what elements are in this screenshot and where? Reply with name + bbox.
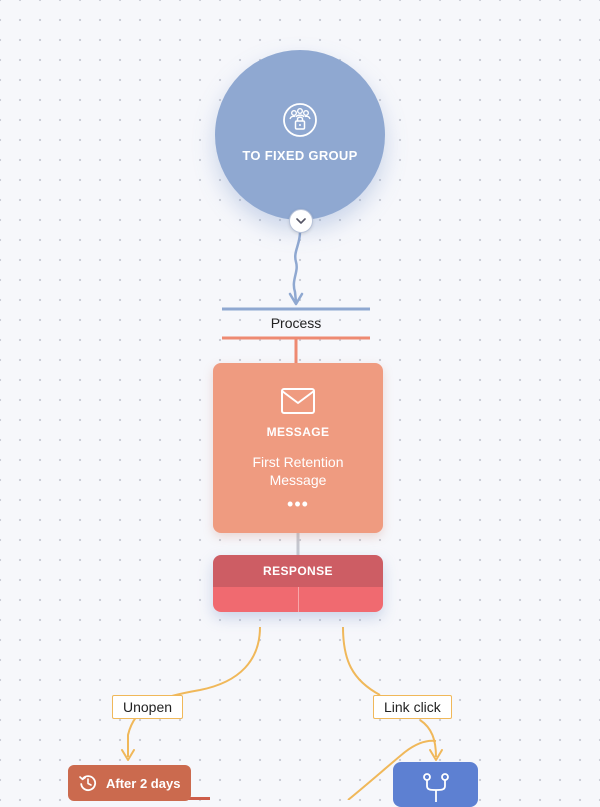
split-node[interactable] — [393, 762, 478, 807]
split-icon — [422, 773, 449, 802]
link-click-arrowhead — [429, 749, 443, 761]
clock-history-icon — [79, 775, 97, 792]
group-lock-icon — [283, 102, 317, 137]
unopen-arrowhead — [121, 749, 135, 761]
delay-node[interactable]: After 2 days — [68, 765, 191, 801]
message-type-label: MESSAGE — [266, 425, 330, 439]
delay-label: After 2 days — [106, 775, 181, 791]
message-name: First Retention Message — [252, 454, 344, 488]
unopen-connector — [127, 626, 261, 757]
expand-button[interactable] — [289, 209, 313, 233]
envelope-icon — [281, 388, 315, 414]
branch-label-link-click[interactable]: Link click — [373, 695, 452, 719]
response-title: RESPONSE — [213, 555, 383, 587]
chevron-down-icon — [296, 217, 306, 224]
group-to-process-connector — [292, 231, 302, 303]
fixed-group-node[interactable]: TO FIXED GROUP — [215, 50, 385, 220]
group-connector-arrowhead — [288, 292, 304, 306]
more-options-icon[interactable]: ••• — [287, 494, 309, 514]
link-click-connector-lower — [419, 719, 437, 758]
response-node[interactable]: RESPONSE — [213, 555, 383, 612]
response-output-link-click[interactable] — [297, 587, 384, 612]
group-node-title: TO FIXED GROUP — [242, 147, 358, 163]
process-label: Process — [270, 315, 322, 331]
link-click-connector — [342, 626, 381, 696]
message-node[interactable]: MESSAGE First Retention Message ••• — [213, 363, 383, 533]
branch-label-unopen[interactable]: Unopen — [112, 695, 184, 719]
response-output-unopen[interactable] — [213, 587, 298, 612]
response-outputs — [213, 587, 383, 612]
